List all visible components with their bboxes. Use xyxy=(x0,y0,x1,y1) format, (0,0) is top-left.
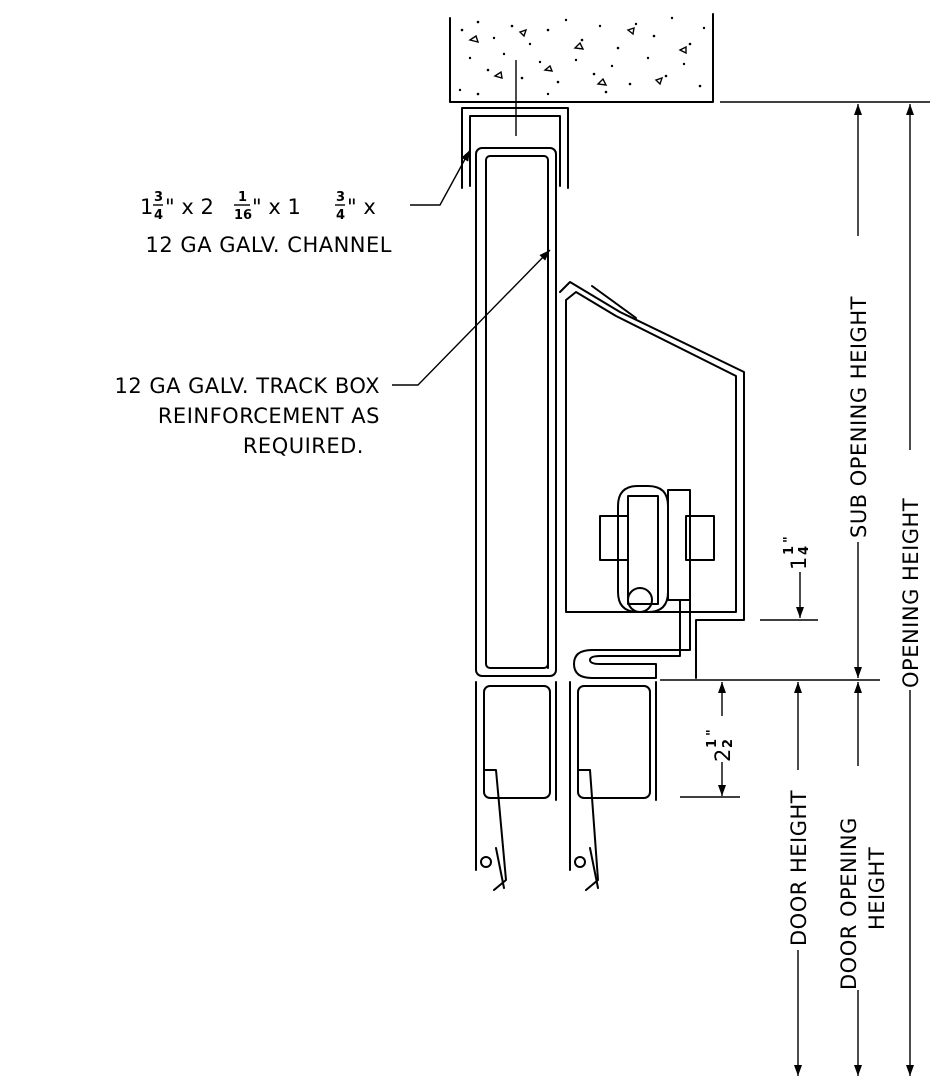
svg-text:1: 1 xyxy=(787,557,811,570)
roller-assembly xyxy=(599,485,715,613)
concrete-speckles xyxy=(458,16,706,96)
svg-text:2: 2 xyxy=(721,739,736,748)
concrete-aggregate xyxy=(468,26,687,86)
svg-text:REINFORCEMENT AS: REINFORCEMENT AS xyxy=(158,404,380,428)
reinforcement-callout: 12 GA GALV. TRACK BOX REINFORCEMENT AS R… xyxy=(114,374,380,458)
svg-text:1: 1 xyxy=(140,195,153,219)
svg-text:3: 3 xyxy=(336,190,345,205)
opening-height-dimension: OPENING HEIGHT xyxy=(899,104,923,1076)
svg-text:4: 4 xyxy=(336,208,345,223)
svg-text:1: 1 xyxy=(705,739,720,748)
svg-text:" x: " x xyxy=(347,195,376,219)
door-opening-height-dimension: DOOR OPENING HEIGHT xyxy=(837,682,889,1076)
door-height-dimension: DOOR HEIGHT xyxy=(787,682,811,1076)
svg-text:12 GA GALV. TRACK BOX: 12 GA GALV. TRACK BOX xyxy=(114,374,380,398)
svg-text:1: 1 xyxy=(238,190,247,205)
svg-text:1: 1 xyxy=(782,546,797,555)
sub-opening-height-dimension: SUB OPENING HEIGHT xyxy=(847,104,871,678)
door-sections xyxy=(475,681,657,891)
svg-text:HEIGHT: HEIGHT xyxy=(865,847,889,930)
bracket xyxy=(559,281,745,679)
svg-text:SUB OPENING HEIGHT: SUB OPENING HEIGHT xyxy=(847,296,871,538)
track-box xyxy=(475,147,557,677)
galv-channel xyxy=(461,60,569,189)
svg-text:4: 4 xyxy=(797,546,812,555)
svg-text:" x 1: " x 1 xyxy=(252,195,301,219)
svg-text:" x 2: " x 2 xyxy=(165,195,214,219)
svg-text:16: 16 xyxy=(234,208,252,223)
svg-text:OPENING HEIGHT: OPENING HEIGHT xyxy=(899,498,923,688)
svg-text:REQUIRED.: REQUIRED. xyxy=(243,434,364,458)
dimension-2-1-2: 2 1 2 " xyxy=(705,682,736,796)
channel-callout: 1 3 4 " x 2 1 16 " x 1 3 4 " x 12 GA GAL… xyxy=(140,190,392,257)
svg-text:": " xyxy=(705,729,720,736)
concrete-header xyxy=(449,13,714,103)
svg-text:DOOR HEIGHT: DOOR HEIGHT xyxy=(787,790,811,946)
svg-text:12 GA GALV. CHANNEL: 12 GA GALV. CHANNEL xyxy=(146,233,392,257)
svg-text:3: 3 xyxy=(154,190,163,205)
svg-text:4: 4 xyxy=(154,208,163,223)
svg-text:": " xyxy=(782,536,797,543)
svg-text:DOOR OPENING: DOOR OPENING xyxy=(837,817,861,990)
svg-text:2: 2 xyxy=(711,749,735,762)
dimension-1-1-4: 1 1 4 " xyxy=(782,536,812,618)
track-hook xyxy=(573,599,691,679)
leader-lines xyxy=(392,149,551,386)
extension-lines xyxy=(660,101,930,798)
